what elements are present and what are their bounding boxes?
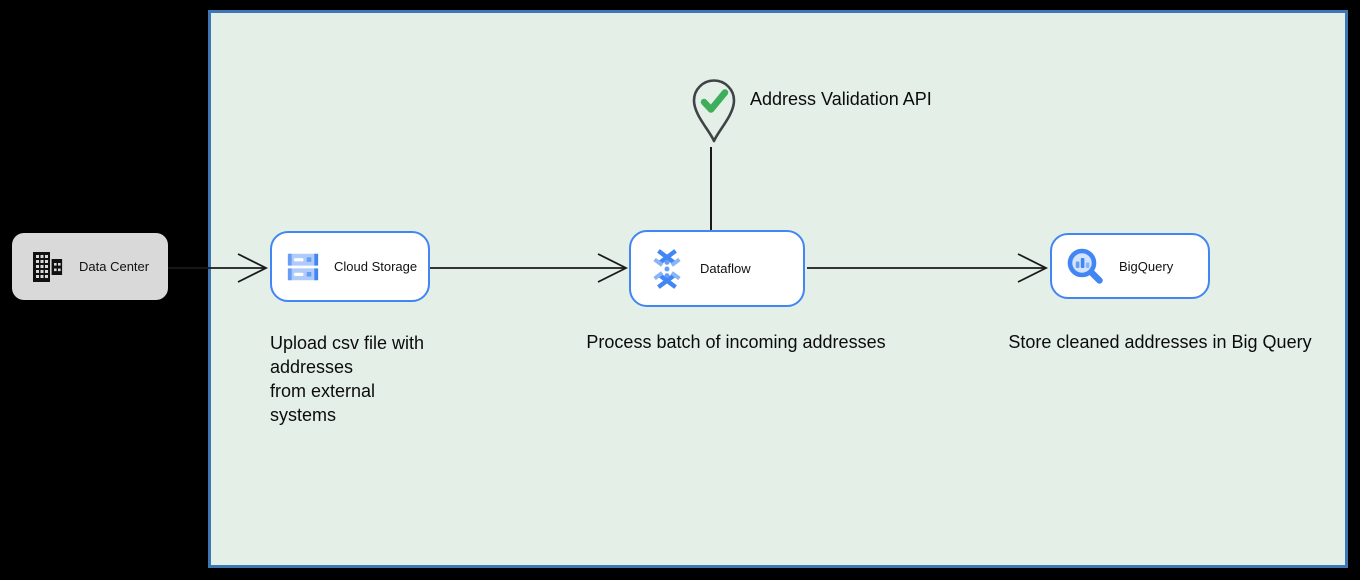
node-dataflow[interactable]: Dataflow (629, 230, 805, 307)
caption-upload-csv: Upload csv file with addresses from exte… (270, 333, 425, 425)
cloud-storage-label: Cloud Storage (334, 259, 418, 274)
bigquery-label: BigQuery (1119, 258, 1174, 274)
address-validation-api-label: Address Validation API (750, 89, 932, 109)
caption-store-cleaned: Store cleaned addresses in Big Query (1008, 332, 1312, 352)
node-data-center[interactable]: Data Center (12, 233, 168, 300)
dataflow-icon (648, 248, 686, 290)
location-pin-check-icon (691, 78, 737, 144)
cloud-storage-icon (286, 252, 320, 282)
data-center-label: Data Center (79, 259, 150, 274)
dataflow-label: Dataflow (700, 261, 751, 276)
node-cloud-storage[interactable]: Cloud Storage (270, 231, 430, 302)
node-bigquery[interactable]: BigQuery (1050, 233, 1210, 299)
building-icon (30, 250, 64, 284)
bigquery-icon (1065, 246, 1105, 286)
caption-process-batch: Process batch of incoming addresses (586, 332, 886, 352)
